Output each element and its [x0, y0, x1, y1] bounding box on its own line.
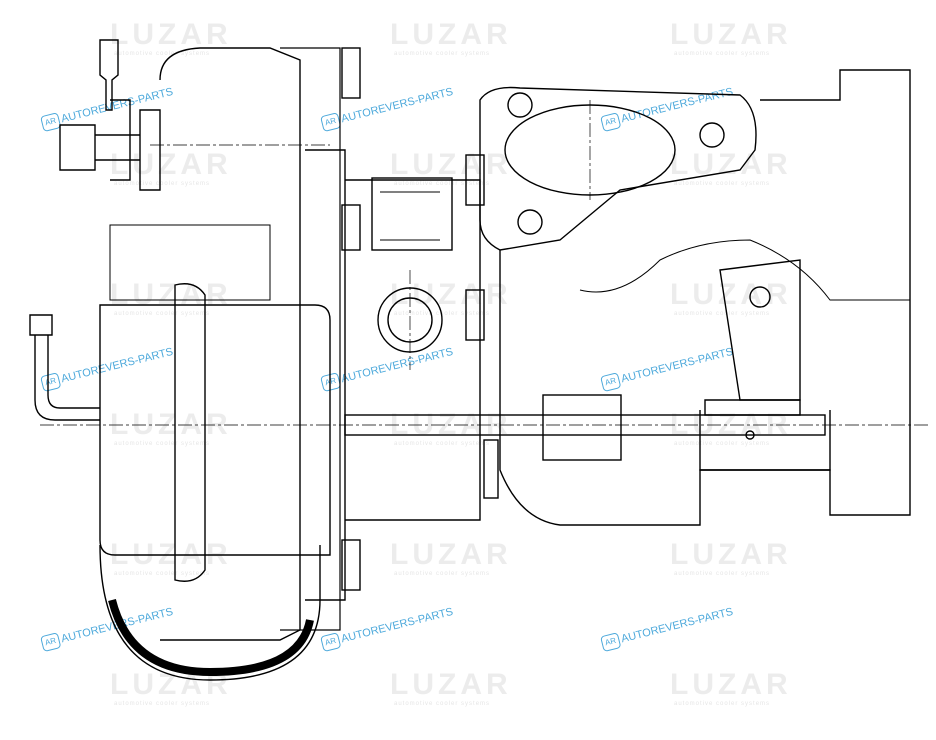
vacuum-fittings	[29, 39, 140, 421]
luzar-watermark-subtitle: automotive cooler systems	[394, 441, 491, 447]
luzar-watermark-subtitle: automotive cooler systems	[114, 701, 211, 707]
luzar-watermark-subtitle: automotive cooler systems	[394, 181, 491, 187]
luzar-watermark-subtitle: automotive cooler systems	[674, 701, 771, 707]
luzar-watermark-subtitle: automotive cooler systems	[394, 701, 491, 707]
luzar-watermark-subtitle: automotive cooler systems	[394, 51, 491, 57]
luzar-watermark-subtitle: automotive cooler systems	[114, 441, 211, 447]
luzar-watermark-subtitle: automotive cooler systems	[674, 51, 771, 57]
luzar-watermark-subtitle: automotive cooler systems	[114, 311, 211, 317]
luzar-watermark-subtitle: automotive cooler systems	[674, 311, 771, 317]
luzar-watermark-subtitle: automotive cooler systems	[394, 571, 491, 577]
actuator-rod	[344, 394, 826, 461]
bolts	[341, 47, 485, 591]
luzar-watermark-subtitle: automotive cooler systems	[114, 51, 211, 57]
luzar-watermark-subtitle: automotive cooler systems	[674, 571, 771, 577]
luzar-watermark-subtitle: automotive cooler systems	[674, 441, 771, 447]
luzar-watermark-subtitle: automotive cooler systems	[114, 571, 211, 577]
luzar-watermark-subtitle: automotive cooler systems	[114, 181, 211, 187]
centerlines	[40, 100, 930, 426]
luzar-watermark-subtitle: automotive cooler systems	[674, 181, 771, 187]
center-housing	[345, 177, 499, 521]
compressor-housing	[99, 47, 346, 681]
turbine-housing	[479, 69, 911, 526]
